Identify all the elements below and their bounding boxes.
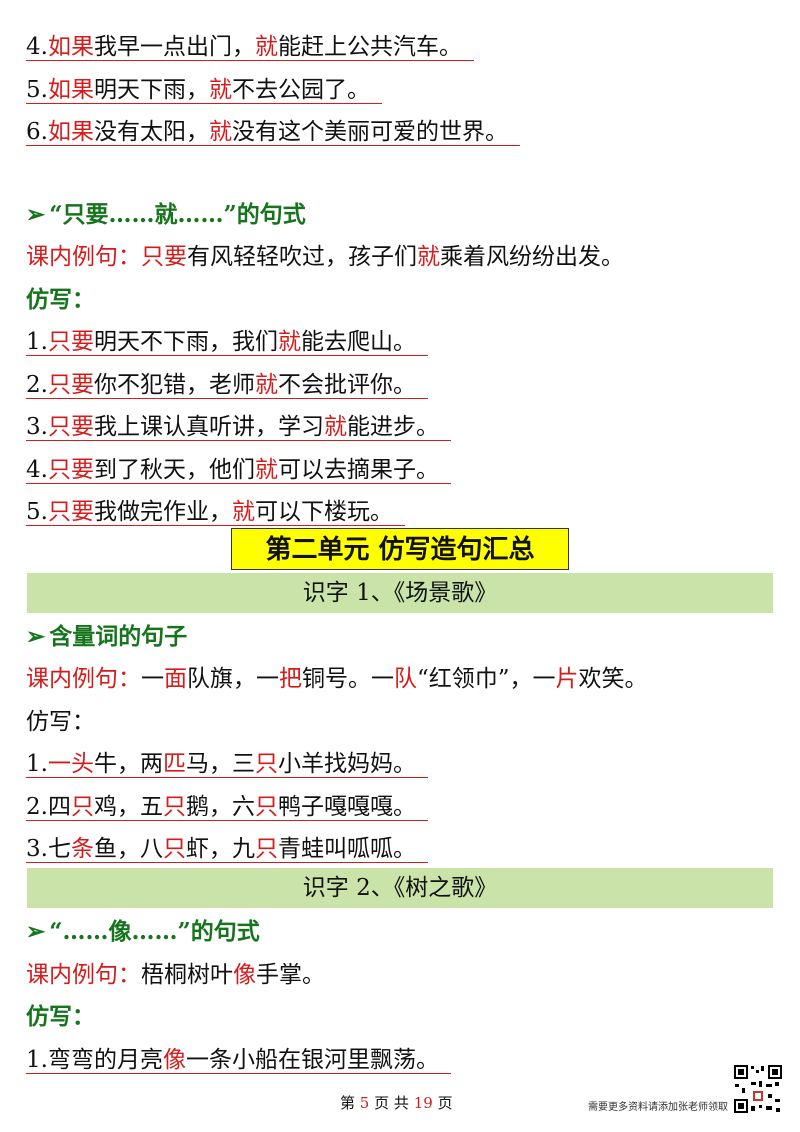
sentence-text: 鱼，八 [93,836,163,862]
zhiyao-fangxie-label: 仿写： [26,286,95,313]
sentence-text: “红领巾”， [417,666,533,692]
sentence-underline: 4.如果我早一点出门，就能赶上公共汽车。 [26,34,474,61]
sentence-text: 虾，九 [185,836,255,862]
measure-word: 条 [70,836,94,862]
measure-word: 只 [254,751,278,777]
sentence-6: 6.如果没有太阳，就没有这个美丽可爱的世界。 [26,115,520,149]
measure-word: 把 [279,666,302,692]
zhiyao-item-5: 5.只要我做完作业，就可以下楼玩。 [26,495,405,529]
lesson2-band: 识字 2、《树之歌》 [27,868,773,908]
lesson2-fangxie-label: 仿写： [26,1003,95,1030]
lesson1-example-text: 一面队旗，一把铜号。一队“红领巾”，一片欢笑。 [141,666,648,692]
sentence-text: 一 [141,666,164,692]
sentence-text: 铜号。 [302,666,371,692]
sentence-5: 5.如果明天下雨，就不去公园了。 [26,73,382,107]
measure-word: 片 [555,666,579,692]
arrow-bullet-icon: ➢ [26,623,46,650]
sentence-text: 队旗， [187,666,256,692]
lesson1-item-3: 3.七条鱼，八只虾，九只青蛙叫呱呱。 [26,832,428,866]
zhiyao-item-2: 2.只要你不犯错，老师就不会批评你。 [26,368,428,402]
sentence-text: 七 [47,836,71,862]
zhiyao-item-1: 1.只要明天不下雨，我们就能去爬山。 [26,325,428,359]
lesson2-item-1: 1.弯弯的月亮像一条小船在银河里飘荡。 [26,1043,451,1077]
measure-word: 只 [162,794,186,820]
page-footer: 第 5 页 共 19 页 [340,1094,453,1112]
sentence-text: 马，三 [185,751,255,777]
measure-word: 队 [394,666,417,692]
lesson1-fangxie-label: 仿写： [26,709,95,735]
unit-title: 第二单元 仿写造句汇总 [231,528,569,570]
lesson1-heading: ➢含量词的句子 [26,620,187,654]
measure-word: 一头 [47,751,94,777]
lesson1-example: 课内例句：一面队旗，一把铜号。一队“红领巾”，一片欢笑。 [26,666,648,692]
measure-word: 只 [162,836,186,862]
item-number: 1. [26,751,48,777]
zhiyao-heading: ➢“只要……就……”的句式 [26,198,306,232]
sentence-text: 鸡，五 [93,794,163,820]
measure-word: 面 [164,666,187,692]
arrow-bullet-icon: ➢ [26,918,46,945]
lesson1-item-2: 2.四只鸡，五只鹅，六只鸭子嘎嘎嘎。 [26,790,428,824]
sentence-text: 欢笑。 [578,666,648,692]
measure-word: 只 [70,794,94,820]
measure-word: 只 [254,836,278,862]
zhiyao-item-3: 3.只要我上课认真听讲，学习就能进步。 [26,410,451,444]
lesson2-heading: ➢“……像……”的句式 [26,915,260,949]
arrow-bullet-icon: ➢ [26,201,46,228]
sentence-text: 一 [371,666,394,692]
zhiyao-item-4: 4.只要到了秋天，他们就可以去摘果子。 [26,453,451,487]
measure-word: 只 [254,794,278,820]
qr-caption: 需要更多资料请添加张老师领取 [588,1102,728,1113]
lesson2-example: 课内例句：梧桐树叶像手掌。 [26,962,325,988]
item-number: 3. [26,836,48,862]
qr-code-icon [733,1064,783,1114]
measure-word: 匹 [162,751,186,777]
sentence-text: 青蛙叫呱呱。 [277,836,416,862]
sentence-text: 牛，两 [93,751,163,777]
sentence-text: 小羊找妈妈。 [277,751,416,777]
lesson1-item-1: 1.一头牛，两匹马，三只小羊找妈妈。 [26,747,428,781]
sentence-text: 四 [47,794,71,820]
sentence-text: 鸭子嘎嘎嘎。 [277,794,416,820]
sentence-text: 一 [256,666,279,692]
lesson1-band: 识字 1、《场景歌》 [27,573,773,613]
zhiyao-example: 课内例句：只要有风轻轻吹过，孩子们就乘着风纷纷出发。 [26,244,624,270]
sentence-4: 4.如果我早一点出门，就能赶上公共汽车。 [26,30,474,64]
sentence-text: 一 [532,666,556,692]
item-number: 2. [26,794,48,820]
sentence-text: 鹅，六 [185,794,255,820]
